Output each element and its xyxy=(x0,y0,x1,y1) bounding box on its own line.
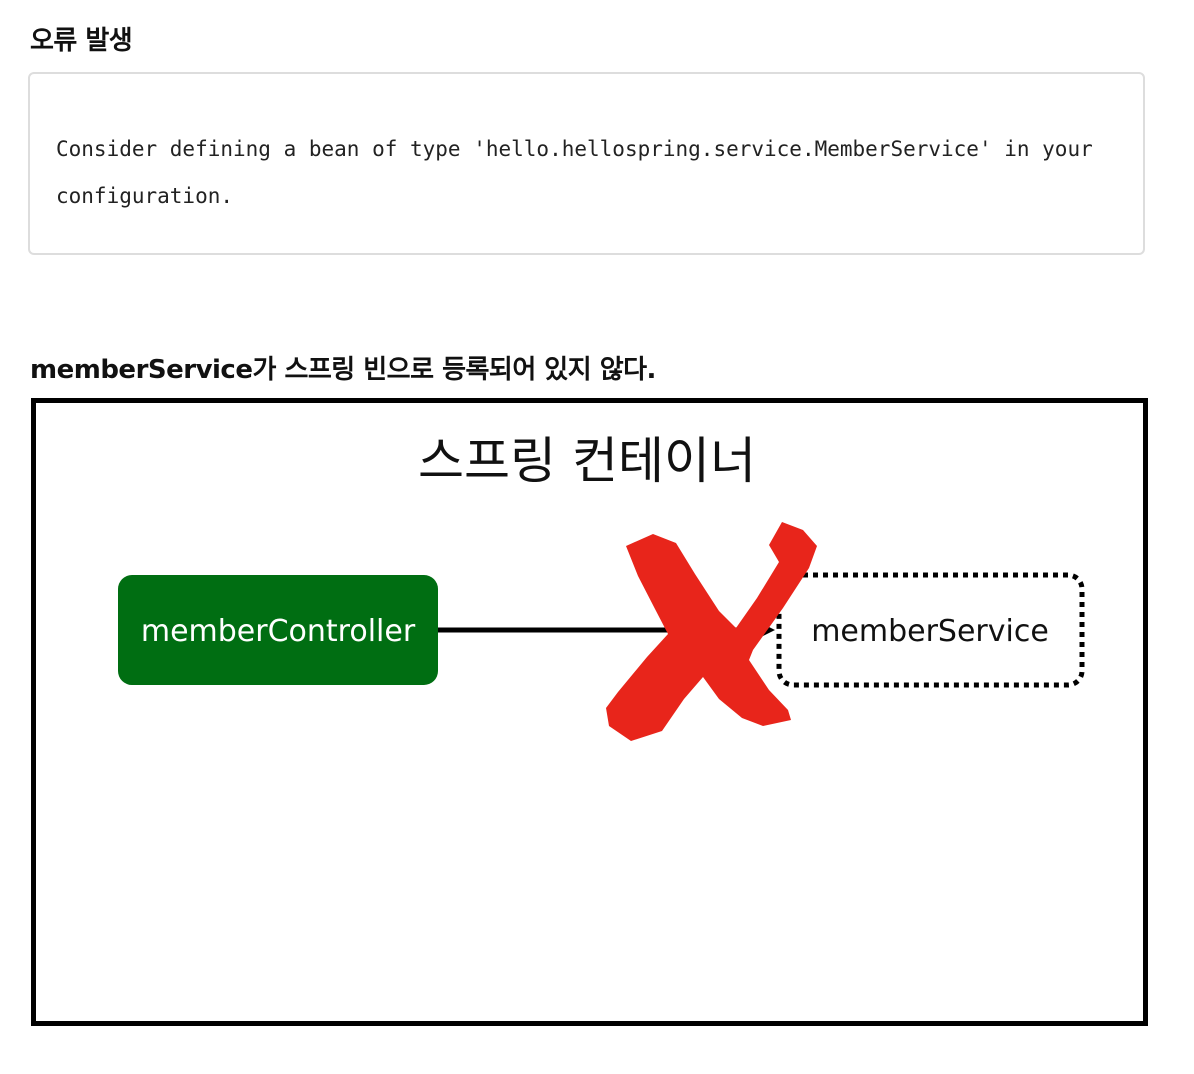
diagram-heading: memberService가 스프링 빈으로 등록되어 있지 않다. xyxy=(30,355,656,385)
spring-container-diagram: 스프링 컨테이너 memberController memberService xyxy=(31,398,1148,1026)
red-x-cross-icon xyxy=(606,522,817,741)
container-label: 스프링 컨테이너 xyxy=(418,432,756,490)
member-service-node: memberService xyxy=(776,572,1085,688)
member-controller-label: memberController xyxy=(141,614,416,649)
error-message-code-block: Consider defining a bean of type 'hello.… xyxy=(28,72,1145,255)
error-heading: 오류 발생 xyxy=(30,26,133,56)
member-controller-node: memberController xyxy=(118,575,438,685)
member-service-label: memberService xyxy=(811,614,1049,649)
